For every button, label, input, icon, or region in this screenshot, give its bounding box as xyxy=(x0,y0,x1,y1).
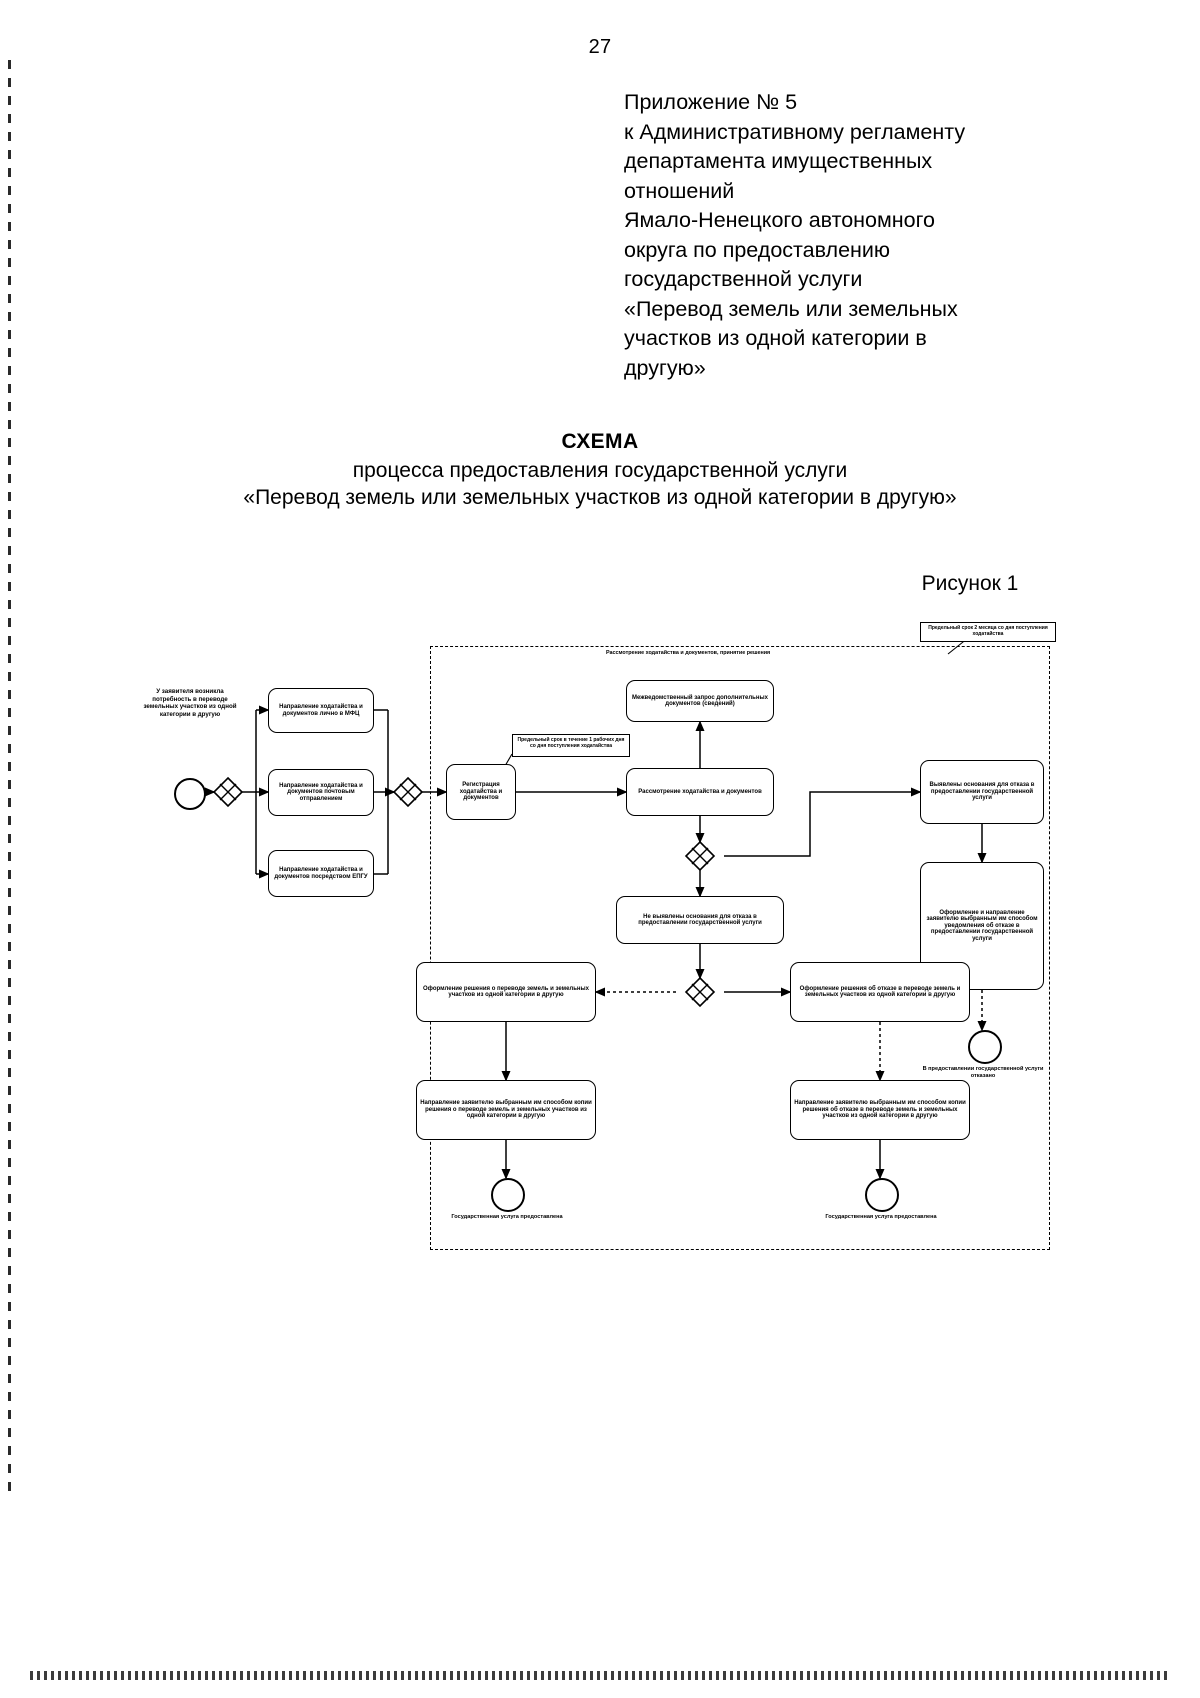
approval-block: Приложение № 5 к Административному регла… xyxy=(624,88,1054,383)
process-lane-boundary xyxy=(430,646,1050,1250)
page-number: 27 xyxy=(588,36,612,58)
end-event-provided-icon xyxy=(491,1178,525,1212)
end-event-refused-icon xyxy=(968,1030,1002,1064)
node-label: Оформление решения об отказе в переводе … xyxy=(799,985,961,998)
node-label: Направление ходатайства и документов лич… xyxy=(279,704,363,717)
approval-line: к Административному регламенту xyxy=(624,119,966,144)
figure-label: Рисунок 1 xyxy=(921,572,1019,595)
process-lane-label: Рассмотрение ходатайства и документов, п… xyxy=(606,650,771,656)
scan-bottom-band xyxy=(30,1671,1170,1680)
node-label: Направление заявителю выбранным им спосо… xyxy=(420,1100,592,1120)
end-event-provided2-label: Государственная услуга предоставлена xyxy=(825,1214,937,1220)
node-label: Не выявлены основания для отказа в предо… xyxy=(638,913,762,926)
approval-line: округа по предоставлению xyxy=(624,237,891,262)
node-send-refusal-decision[interactable]: Направление заявителю выбранным им спосо… xyxy=(790,1080,970,1140)
start-event-icon xyxy=(174,778,206,810)
title-line-3: «Перевод земель или земельных участков и… xyxy=(243,486,957,509)
node-interdepartmental-request[interactable]: Межведомственный запрос дополнительных д… xyxy=(626,680,774,722)
node-prepare-refusal-decision[interactable]: Оформление решения об отказе в переводе … xyxy=(790,962,970,1022)
note-registration-deadline: Предельный срок в течение 1 рабочих дня … xyxy=(512,734,630,757)
note-overall-deadline: Предельный срок 2 месяца со дня поступле… xyxy=(920,622,1056,642)
node-label: Межведомственный запрос дополнительных д… xyxy=(632,694,768,707)
approval-line: участков из одной категории в xyxy=(624,326,927,350)
approval-line: другую» xyxy=(624,355,706,380)
end-event-provided2-icon xyxy=(865,1178,899,1212)
node-registration[interactable]: Регистрация ходатайства и документов xyxy=(446,764,516,820)
node-label: Направление ходатайства и документов пос… xyxy=(274,867,368,880)
node-label: Регистрация ходатайства и документов xyxy=(459,782,503,802)
node-label: Выявлены основания для отказа в предоста… xyxy=(929,782,1035,802)
node-label: Рассмотрение ходатайства и документов xyxy=(638,788,762,795)
approval-line: Приложение № 5 xyxy=(624,90,798,114)
node-no-grounds-for-refusal[interactable]: Не выявлены основания для отказа в предо… xyxy=(616,896,784,944)
title-line-2: процесса предоставления государственной … xyxy=(352,459,848,482)
start-event-caption: У заявителя возникла потребность в перев… xyxy=(143,688,237,718)
approval-line: отношений xyxy=(624,178,735,203)
node-send-transfer-decision[interactable]: Направление заявителю выбранным им спосо… xyxy=(416,1080,596,1140)
node-label: Направление ходатайства и документов поч… xyxy=(279,782,363,802)
node-label: Направление заявителю выбранным им спосо… xyxy=(794,1100,966,1120)
diagram-connectors xyxy=(198,637,987,1180)
approval-line: «Перевод земель или земельных xyxy=(624,296,958,321)
node-send-via-epgu[interactable]: Направление ходатайства и документов пос… xyxy=(268,850,374,897)
node-send-via-mfc[interactable]: Направление ходатайства и документов лич… xyxy=(268,688,374,733)
process-flow-diagram: Рассмотрение ходатайства и документов, п… xyxy=(120,612,1100,1272)
node-grounds-for-refusal-found[interactable]: Выявлены основания для отказа в предоста… xyxy=(920,760,1044,824)
node-send-via-post[interactable]: Направление ходатайства и документов поч… xyxy=(268,769,374,816)
approval-line: департамента имущественных xyxy=(624,149,933,173)
node-prepare-transfer-decision[interactable]: Оформление решения о переводе земель и з… xyxy=(416,962,596,1022)
end-event-provided-label: Государственная услуга предоставлена xyxy=(451,1214,563,1220)
node-label: Оформление и направление заявителю выбра… xyxy=(926,909,1038,942)
end-event-refused-label: В предоставлении государственной услуги … xyxy=(922,1066,1044,1079)
approval-line: государственной услуги xyxy=(624,267,863,291)
title-block: СХЕМА процесса предоставления государств… xyxy=(0,430,1200,510)
approval-line: Ямало-Ненецкого автономного xyxy=(624,208,935,232)
node-label: Оформление решения о переводе земель и з… xyxy=(422,985,590,998)
document-heading: СХЕМА xyxy=(561,430,639,453)
scan-edge-marks xyxy=(8,60,11,1540)
node-review-application[interactable]: Рассмотрение ходатайства и документов xyxy=(626,768,774,816)
